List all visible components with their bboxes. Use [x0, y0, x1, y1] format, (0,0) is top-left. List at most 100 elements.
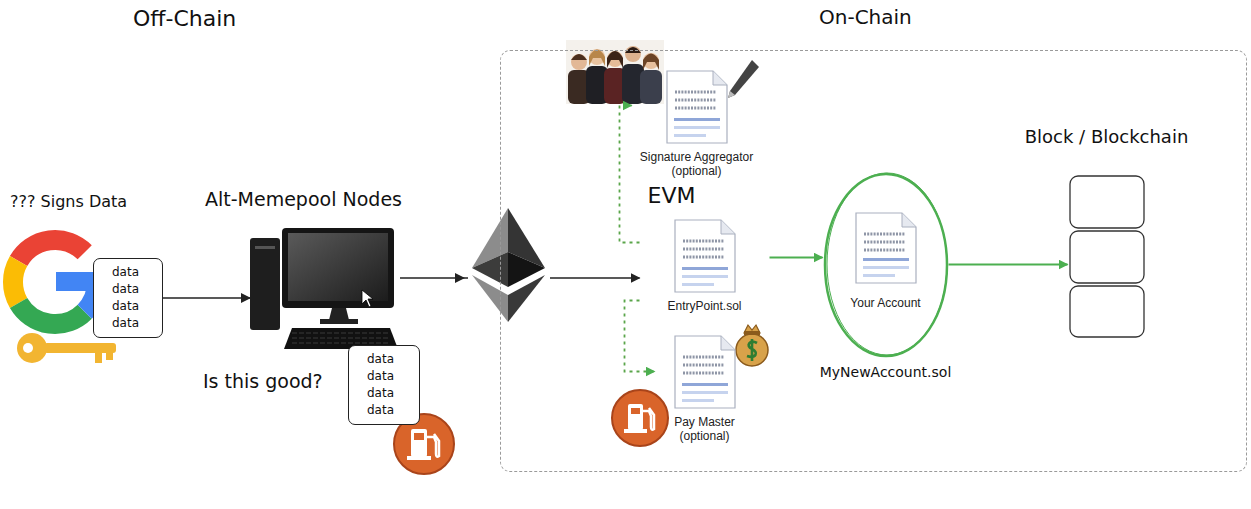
key-shaft [44, 343, 116, 353]
person-hair [643, 54, 659, 71]
gas-pump-icon [612, 390, 668, 446]
flow-arrow [625, 301, 655, 372]
heading-label: ??? Signs Data [10, 192, 127, 211]
binary-row [683, 239, 724, 242]
text-bar [682, 399, 714, 402]
flow-arrow [949, 263, 1068, 265]
heading-label: Off-Chain [133, 6, 236, 31]
block-stack: Block / Blockchain [1068, 174, 1146, 339]
node-text: EVM [648, 183, 696, 209]
key-row [292, 338, 390, 339]
binary-row [675, 98, 716, 101]
page-outline [675, 220, 735, 292]
person-head [589, 49, 605, 65]
contract-document: Pay Master (optional) [655, 335, 755, 443]
text-bar [863, 266, 909, 269]
page-outline [675, 336, 735, 408]
data-document: data data data data [348, 345, 420, 425]
pump-base [624, 429, 647, 433]
data-document: data data data data [93, 258, 163, 338]
text-bar [674, 134, 706, 137]
monitor-screen [288, 233, 388, 301]
bag-body [736, 334, 768, 366]
drive-bay [255, 246, 275, 249]
node-caption: EntryPoint.sol [667, 299, 741, 313]
block-boxes [1068, 174, 1146, 339]
page-outline [667, 71, 727, 143]
node-text: Block / Blockchain [1025, 126, 1189, 147]
page-fold [721, 336, 735, 350]
contract-document: EVM EntryPoint.sol [640, 183, 770, 313]
text-bar [863, 258, 909, 261]
binary-row [864, 240, 905, 243]
person-head [607, 51, 623, 67]
person-head [643, 53, 659, 69]
pump-base [407, 456, 431, 460]
account-circle: Your AccountMyNewAccount.sol [823, 172, 949, 358]
node-text: Your Account [823, 296, 949, 310]
binary-row [683, 371, 724, 374]
mempool-node: Alt-Memepool NodesIs this good? [250, 228, 400, 353]
node-caption: MyNewAccount.sol [820, 364, 952, 380]
flow-arrow [620, 106, 640, 243]
key-hole [23, 343, 33, 353]
binary-row [683, 363, 724, 366]
pump-body [628, 404, 643, 430]
logo-ground [468, 204, 550, 326]
logo-arc [19, 303, 85, 324]
node-caption: Is this good? [203, 370, 323, 392]
text-bar [682, 267, 728, 270]
binary-row [675, 90, 716, 93]
binary-row [683, 247, 724, 250]
page-outline [856, 213, 916, 283]
pump-screen [414, 433, 424, 440]
person-head [571, 54, 587, 70]
pen-shape [728, 60, 759, 98]
monitor-base [320, 319, 358, 324]
text-bar [674, 126, 720, 129]
pen-tip [728, 91, 735, 98]
node-text: On-Chain [819, 5, 912, 29]
block-box [1070, 176, 1144, 228]
mouse-cursor [362, 290, 373, 307]
money-bag [736, 325, 768, 366]
contract-document: Signature Aggregator (optional) [632, 70, 762, 178]
document-icon [674, 219, 736, 293]
node-text: data data data data [112, 264, 152, 332]
person-hair [571, 54, 587, 60]
flow-arrow [770, 256, 823, 258]
binary-row [683, 255, 724, 258]
node-text: Signature Aggregator (optional) [634, 150, 759, 178]
onchain-region: On-ChainSignature Aggregator (optional)E… [500, 50, 1247, 472]
text-bar [682, 275, 728, 278]
bag-tie [744, 331, 760, 335]
text-bar [682, 383, 728, 386]
text-bar [682, 283, 714, 286]
key-row [292, 343, 390, 344]
dollar-mark [747, 339, 757, 361]
logo-facet [472, 275, 508, 322]
person-body [640, 70, 662, 104]
node-text: Pay Master (optional) [665, 415, 745, 443]
page-fold [713, 71, 727, 85]
person-head [625, 46, 641, 62]
pump-hose [643, 408, 654, 430]
arrow-head [455, 273, 465, 283]
binary-row [683, 355, 724, 358]
binary-row [864, 232, 905, 235]
node-text: data data data data [367, 351, 407, 419]
circle-stroke [825, 174, 947, 356]
monitor-bezel [282, 228, 394, 308]
text-bar [674, 118, 720, 121]
person-hair [607, 51, 623, 68]
page-fold [721, 220, 735, 234]
text-bar [682, 391, 728, 394]
block-box [1070, 231, 1144, 283]
document-icon [666, 70, 728, 144]
pump-screen [631, 408, 640, 414]
text-bar [863, 274, 895, 277]
key-row [292, 333, 390, 334]
node-text: Alt-Memepool Nodes [205, 188, 402, 210]
person-hair [589, 50, 605, 67]
